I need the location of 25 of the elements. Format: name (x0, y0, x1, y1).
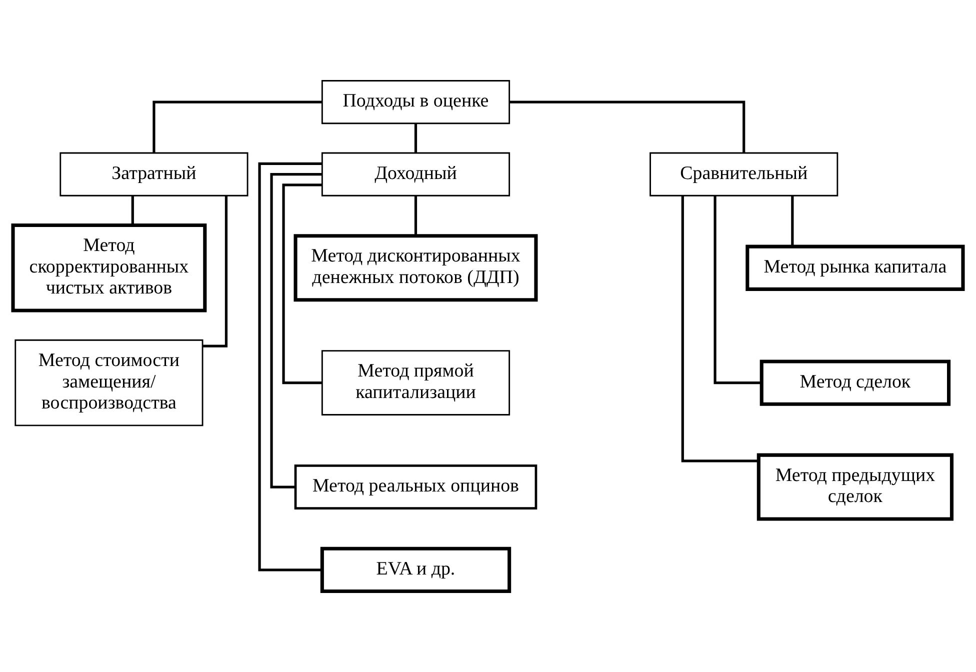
node-box: Метод прямой капитализации (321, 350, 510, 416)
node-box: Доходный (321, 152, 510, 196)
node-box: Метод предыдущих сделок (756, 453, 954, 521)
connector (270, 173, 322, 488)
connector (258, 162, 322, 572)
node-box: Метод сделок (760, 360, 951, 406)
connector (509, 100, 746, 153)
node-box: Метод реальных опцинов (294, 464, 538, 510)
connector (414, 196, 418, 236)
node-box: EVA и др. (320, 546, 512, 594)
node-box: Подходы в оценке (321, 80, 510, 124)
node-box: Метод дисконтированных денежных потоков (ДДП) (294, 234, 538, 302)
connector (203, 196, 228, 348)
connector (152, 100, 322, 153)
connector (791, 196, 794, 246)
node-box: Метод рынка капитала (746, 244, 965, 291)
connector (414, 124, 418, 153)
node-box: Сравнительный (650, 152, 838, 196)
node-box: Метод стоимости замещения/ воспроизводства (14, 339, 204, 426)
connector (131, 196, 134, 225)
connector (681, 196, 758, 462)
connector (282, 184, 322, 384)
node-box: Затратный (60, 152, 248, 196)
connector (714, 196, 762, 384)
node-box: Метод скорректированных чистых активов (11, 223, 207, 312)
